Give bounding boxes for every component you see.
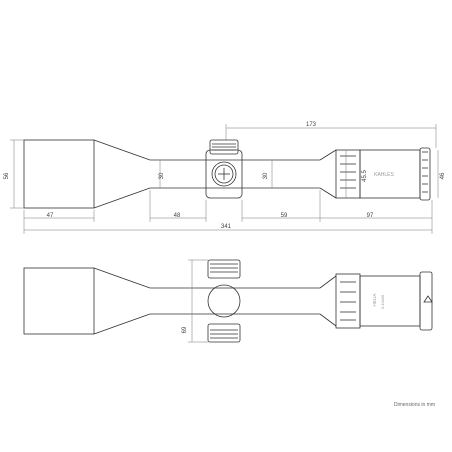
top-view-dimension-lines — [10, 124, 439, 234]
side-objective-taper — [93, 267, 151, 335]
eyepiece-taper — [319, 149, 337, 199]
windage-turret — [211, 161, 237, 187]
dim-label-30-left: 30 — [159, 172, 165, 179]
side-ocular-housing — [359, 275, 421, 327]
ring-subtext: 3-10x56 — [380, 294, 385, 309]
ring-grip — [340, 155, 356, 189]
dim-label-341: 341 — [221, 224, 232, 230]
side-bottom-turret — [207, 323, 241, 343]
triangle-icon — [423, 295, 433, 303]
dim-label-69: 69 — [182, 326, 188, 333]
side-eyepiece-taper — [319, 275, 337, 327]
magnification-ring — [335, 149, 361, 199]
dim-label-56: 56 — [4, 172, 10, 179]
dim-label-97: 97 — [367, 213, 374, 219]
side-diopter-ring — [419, 271, 433, 331]
objective-bell — [23, 139, 95, 209]
dim-label-46: 46 — [440, 172, 446, 179]
dim-label-45-5: 45.5 — [362, 170, 368, 182]
brand-mark: KAHLES — [374, 172, 394, 178]
dim-label-30-right: 30 — [263, 172, 269, 179]
side-view-scope — [23, 259, 433, 343]
ring-text: HELIA — [372, 293, 377, 306]
dim-label-173: 173 — [306, 122, 317, 128]
side-elevation-turret — [207, 259, 241, 279]
side-view-dimension-lines — [188, 259, 208, 343]
elevation-turret — [209, 139, 239, 155]
side-turret-body — [207, 284, 241, 318]
dim-label-47: 47 — [47, 213, 54, 219]
top-view-scope — [23, 139, 431, 209]
diopter-ring — [419, 147, 431, 201]
dim-label-59: 59 — [281, 213, 288, 219]
objective-taper — [93, 139, 151, 209]
side-objective-bell — [23, 267, 95, 335]
dimensions-note: Dimensions in mm — [393, 402, 435, 408]
dim-label-48: 48 — [174, 213, 181, 219]
